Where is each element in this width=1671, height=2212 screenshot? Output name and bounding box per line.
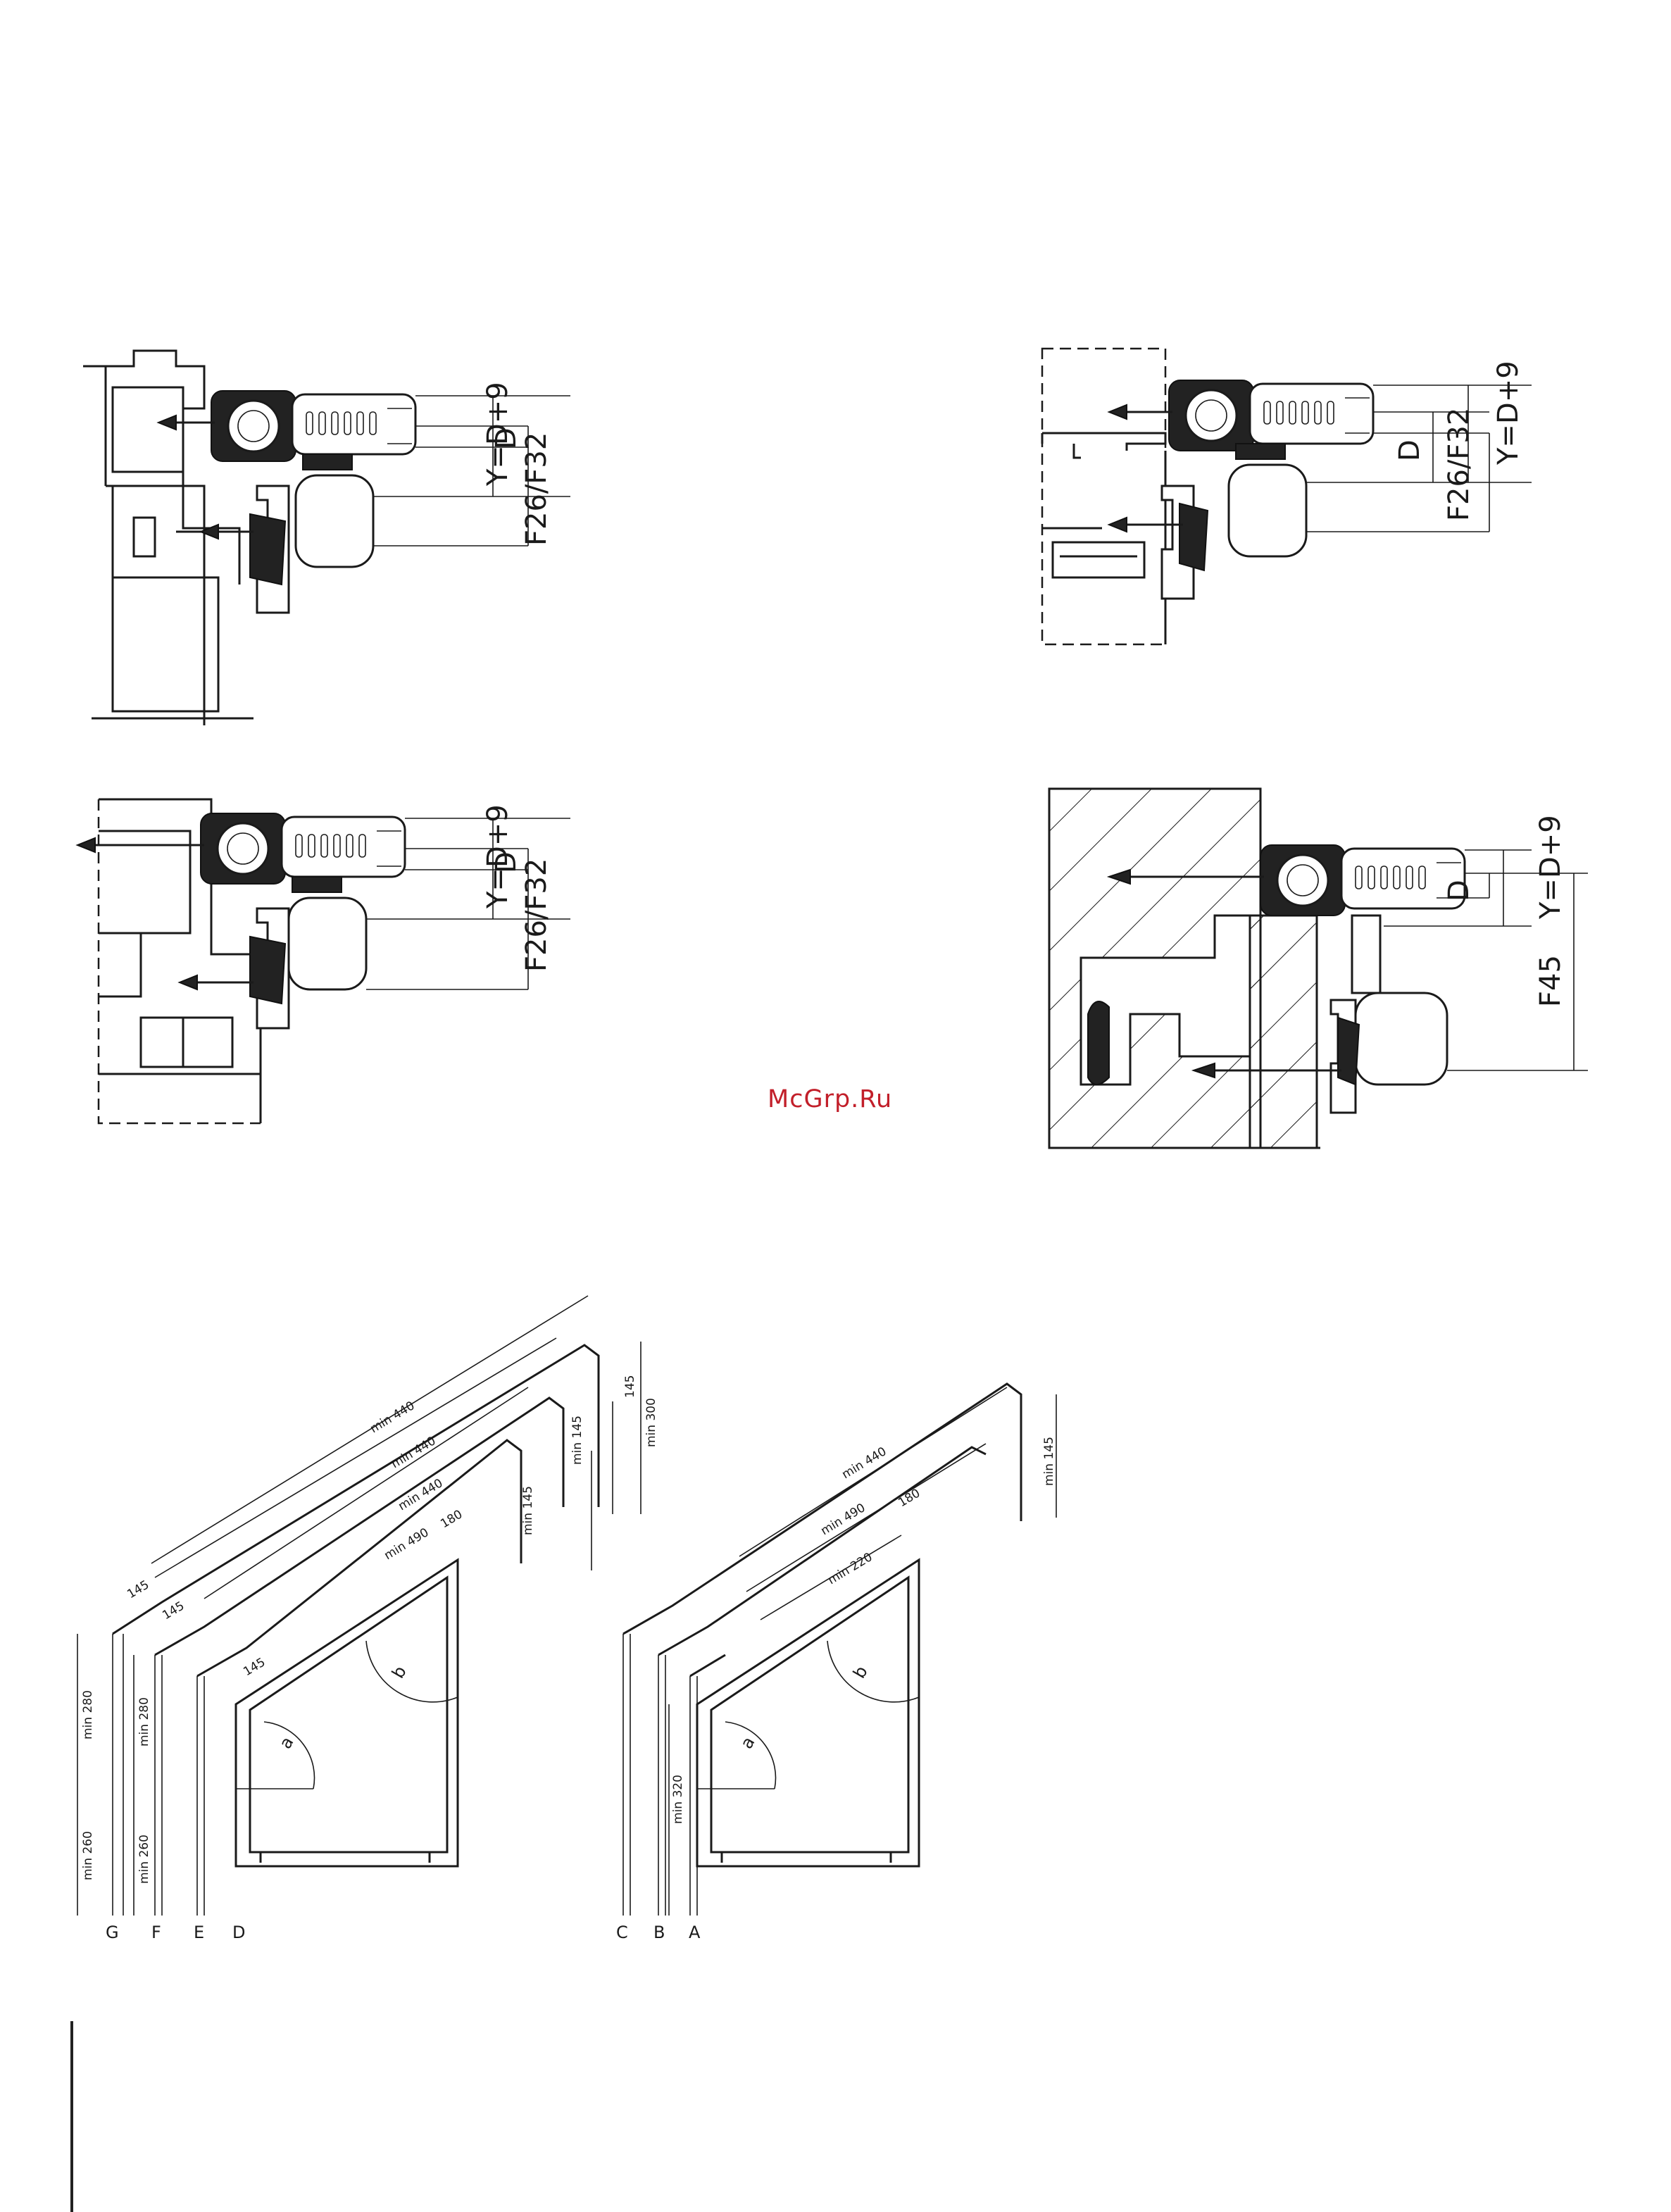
pvc-frame-profile [1042, 349, 1165, 644]
dim-label-y: Y=D+9 [482, 804, 514, 909]
dim-label-min220: min 220 [825, 1550, 875, 1587]
dim-label-y: Y=D+9 [1492, 361, 1525, 465]
angle-label-b: b [388, 1663, 411, 1682]
roof-window-diagram-left: min 440 min 440 min 440 145 min 300 min … [63, 1282, 697, 1951]
hinge-body [158, 391, 415, 613]
dim-label-min320: min 320 [671, 1775, 685, 1824]
roof-window-diagram-right: min 440 min 490 180 min 220 min 145 min … [606, 1366, 1099, 1951]
rod-letter-b: B [653, 1923, 665, 1942]
dim-label-d: D [1394, 439, 1426, 461]
dim-label-left-145-b: 145 [160, 1599, 187, 1623]
dim-label-f-260: min 260 [137, 1835, 151, 1884]
dim-label-g-260: min 260 [81, 1831, 95, 1880]
rod-set-g [113, 1345, 599, 1916]
hinge-body [1109, 380, 1373, 599]
hinge-diagram-aluminium-profile-1: D F26/F32 Y=D+9 [77, 345, 584, 732]
rod-letter-c: C [616, 1923, 628, 1942]
window-frame [236, 1560, 458, 1866]
rod-letter-f: F [151, 1923, 161, 1942]
wood-frame-section [1049, 789, 1320, 1148]
dim-label-arm-1: min 440 [368, 1399, 417, 1436]
dim-label-180: 180 [438, 1507, 465, 1531]
angle-label-a: a [737, 1733, 759, 1752]
dim-label-f: F26/F32 [520, 432, 553, 546]
dim-label-f: F26/F32 [520, 858, 553, 972]
dim-label-arm: min 440 [839, 1444, 889, 1482]
dim-label-min490: min 490 [382, 1525, 431, 1563]
page-edge-rule [70, 2021, 73, 2212]
dim-label-right-145-a: min 145 [570, 1416, 584, 1465]
dim-label-left-145-a: 145 [125, 1577, 151, 1601]
window-frame [697, 1560, 919, 1866]
dim-label-y: Y=D+9 [1534, 815, 1567, 920]
rod-set-a [690, 1655, 725, 1916]
dim-label-min490: min 490 [818, 1501, 868, 1538]
dim-label-right-145: min 145 [1042, 1437, 1056, 1486]
rod-letter-e: E [194, 1923, 204, 1942]
hinge-diagram-wood-profile: D F45 Y=D+9 [1039, 782, 1602, 1155]
angle-label-a: a [275, 1733, 298, 1752]
rod-letter-g: G [106, 1923, 119, 1942]
dim-label-left-145-c: 145 [241, 1655, 268, 1679]
hinge-diagram-pvc-profile: D F26/F32 Y=D+9 [1039, 345, 1546, 655]
watermark-text: McGrp.Ru [768, 1085, 892, 1113]
dim-label-g-280: min 280 [81, 1690, 95, 1739]
rod-set-c [623, 1384, 1021, 1916]
dim-label-d: D [1443, 880, 1475, 901]
angle-label-b: b [849, 1663, 872, 1682]
dim-label-f-280: min 280 [137, 1697, 151, 1747]
dim-label-y: Y=D+9 [482, 382, 514, 487]
dim-label-arm-2: min 440 [389, 1434, 438, 1471]
hinge-diagram-aluminium-profile-2: D F26/F32 Y=D+9 [77, 792, 584, 1130]
rod-letter-d: D [232, 1923, 245, 1942]
rod-set-f [155, 1398, 563, 1916]
dim-label-f: F26/F32 [1443, 408, 1475, 521]
dim-label-180: 180 [896, 1486, 922, 1510]
rod-set-e [197, 1440, 521, 1916]
dim-label-f: F45 [1534, 955, 1567, 1007]
rod-letter-a: A [689, 1923, 701, 1942]
dim-label-right-145-b: min 145 [521, 1486, 535, 1535]
rod-set-b [658, 1447, 986, 1916]
